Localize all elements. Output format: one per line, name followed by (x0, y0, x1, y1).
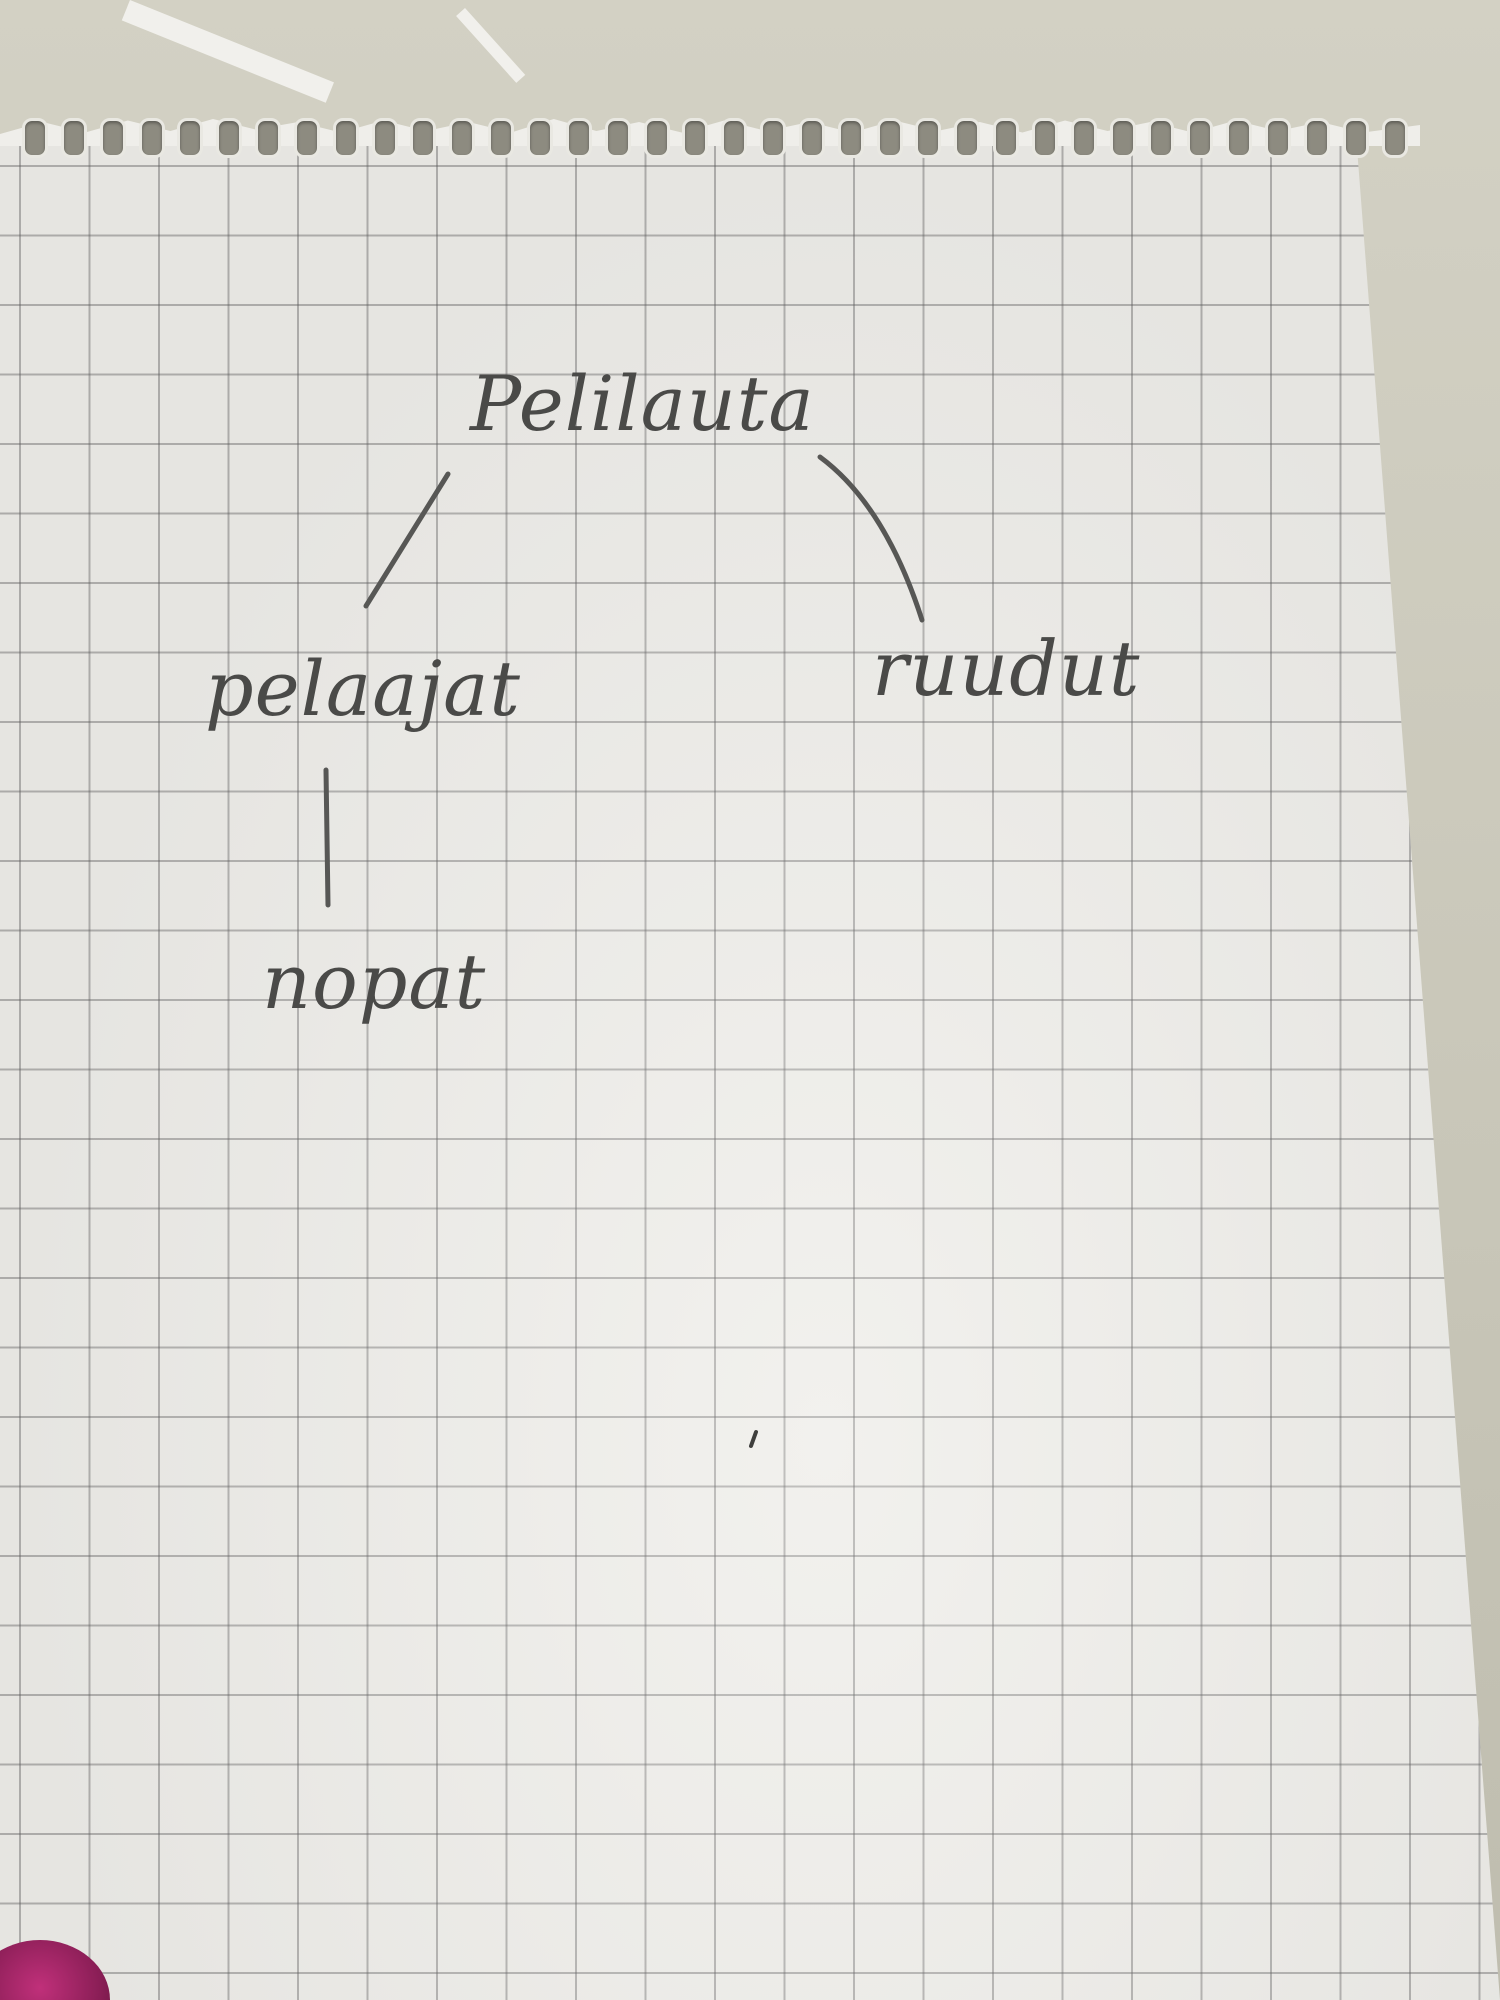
node-pelilauta: Pelilauta (468, 359, 815, 448)
spiral-perforation (10, 108, 1420, 168)
grid-paper-sheet (0, 135, 1500, 2000)
perforation-hole (1187, 118, 1214, 158)
perforation-hole (332, 118, 359, 158)
perforation-hole (177, 118, 204, 158)
perforation-hole (60, 118, 87, 158)
edge-pelaajat-nopat (323, 767, 331, 908)
perforation-hole (1303, 118, 1330, 158)
perforation-hole (1148, 118, 1175, 158)
perforation-hole (798, 118, 825, 158)
node-pelaajat: pelaajat (205, 644, 521, 733)
perforation-hole (565, 118, 592, 158)
node-ruudut: ruudut (872, 624, 1140, 713)
perforation-hole (760, 118, 787, 158)
perforation-hole (954, 118, 981, 158)
perforation-hole (216, 118, 243, 158)
perforation-hole (1342, 118, 1369, 158)
perforation-hole (915, 118, 942, 158)
perforation-hole (138, 118, 165, 158)
perforation-hole (643, 118, 670, 158)
perforation-hole (682, 118, 709, 158)
perforation-hole (22, 118, 48, 158)
perforation-hole (526, 118, 553, 158)
perforation-hole (410, 118, 437, 158)
perforation-hole (1070, 118, 1097, 158)
perforation-hole (371, 118, 398, 158)
stray-pen-mark (749, 1430, 758, 1448)
perforation-hole (876, 118, 903, 158)
perforation-hole (837, 118, 864, 158)
perforation-hole (1265, 118, 1291, 158)
perforation-hole (488, 118, 515, 158)
perforation-hole (604, 118, 631, 158)
perforation-hole (1381, 118, 1408, 158)
perforation-hole (255, 118, 282, 158)
perforation-hole (1031, 118, 1058, 158)
perforation-hole (449, 118, 476, 158)
node-nopat: nopat (262, 937, 486, 1026)
perforation-hole (1226, 118, 1253, 158)
perforation-hole (99, 118, 126, 158)
edge-pelilauta-pelaajat (363, 471, 451, 609)
perforation-hole (293, 118, 320, 158)
perforation-hole (993, 118, 1020, 158)
perforation-hole (721, 118, 748, 158)
perforation-hole (1109, 118, 1136, 158)
edge-pelilauta-ruudut (817, 454, 925, 623)
